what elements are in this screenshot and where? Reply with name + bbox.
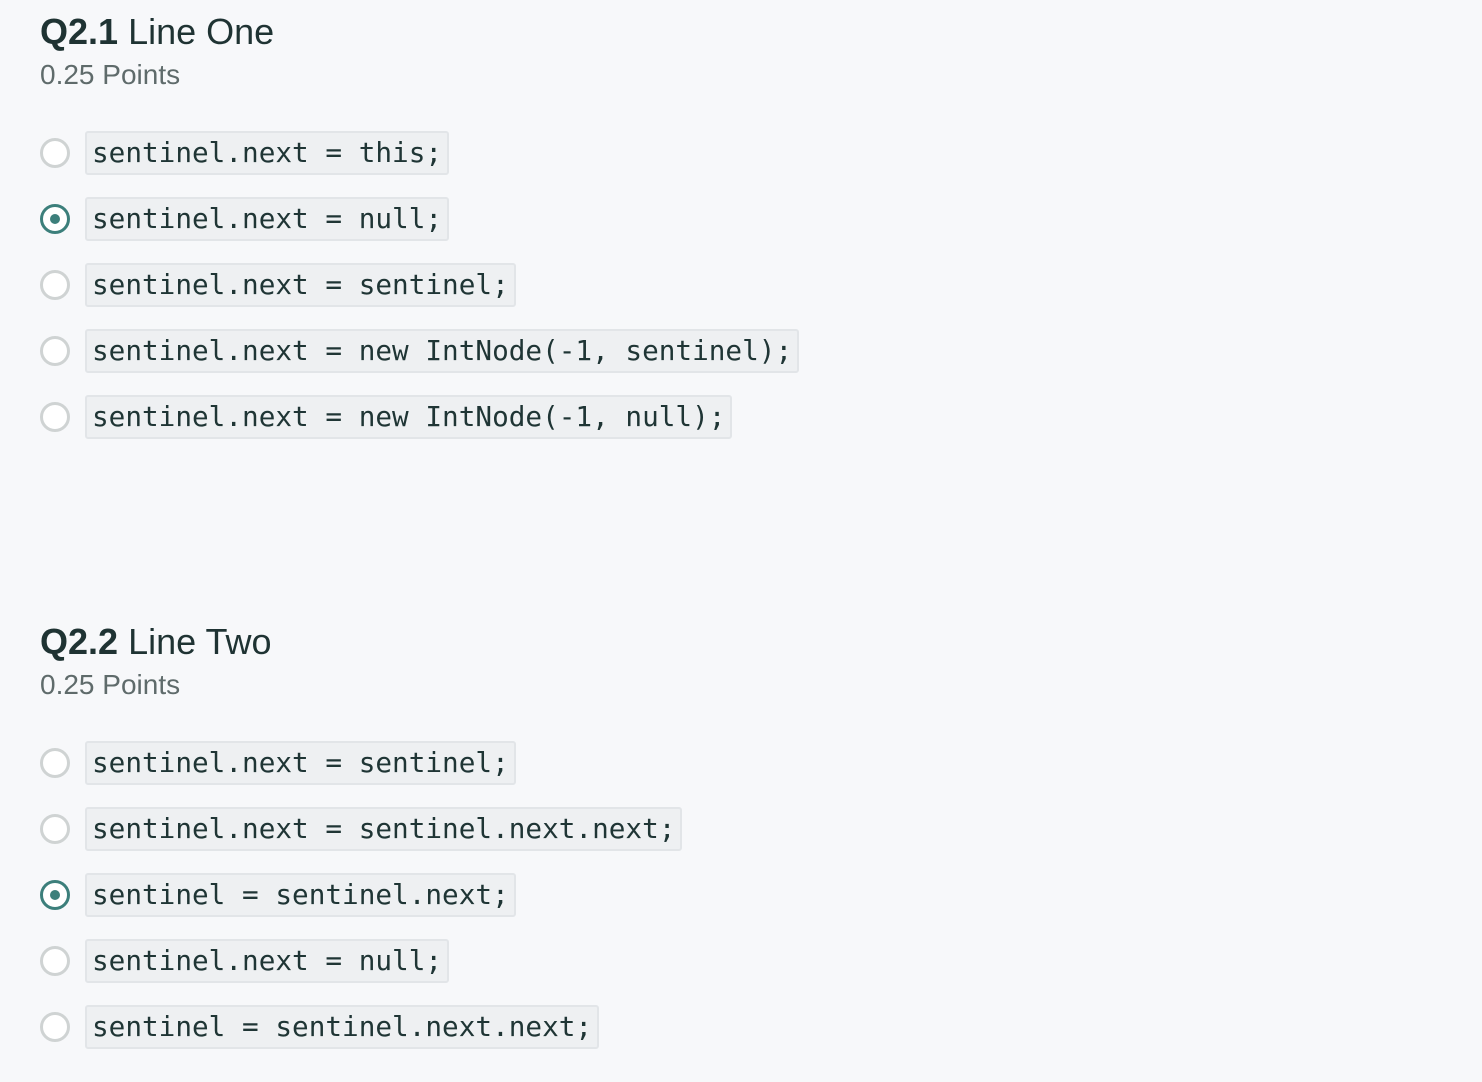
option-label: sentinel.next = null; xyxy=(85,939,450,983)
option[interactable]: sentinel.next = sentinel.next.next; xyxy=(40,796,683,862)
option-label: sentinel.next = sentinel.next.next; xyxy=(85,807,683,851)
option[interactable]: sentinel.next = sentinel; xyxy=(40,252,799,318)
radio-button[interactable] xyxy=(40,748,70,778)
question-points: 0.25 Points xyxy=(40,669,181,700)
option-label: sentinel = sentinel.next; xyxy=(85,873,516,917)
option[interactable]: sentinel.next = null; xyxy=(40,186,799,252)
options-list: sentinel.next = sentinel; sentinel.next … xyxy=(40,730,683,1060)
question-title: Q2.2 Line Two xyxy=(40,621,272,662)
option-label: sentinel.next = this; xyxy=(85,131,450,175)
option-label: sentinel.next = sentinel; xyxy=(85,263,516,307)
options-list: sentinel.next = this; sentinel.next = nu… xyxy=(40,120,800,450)
option-label: sentinel.next = sentinel; xyxy=(85,741,516,785)
option[interactable]: sentinel.next = null; xyxy=(40,928,682,994)
option[interactable]: sentinel.next = sentinel; xyxy=(40,730,682,796)
option[interactable]: sentinel = sentinel.next.next; xyxy=(40,994,682,1060)
option-label: sentinel.next = new IntNode(-1, null); xyxy=(85,395,733,439)
option[interactable]: sentinel.next = new IntNode(-1, sentinel… xyxy=(40,318,800,384)
radio-button[interactable] xyxy=(40,402,70,432)
option-label: sentinel.next = new IntNode(-1, sentinel… xyxy=(85,329,800,373)
option[interactable]: sentinel.next = this; xyxy=(40,120,799,186)
radio-button[interactable] xyxy=(40,946,70,976)
option-label: sentinel.next = null; xyxy=(85,197,450,241)
option-label: sentinel = sentinel.next.next; xyxy=(85,1005,600,1049)
radio-button[interactable] xyxy=(40,138,70,168)
question-points: 0.25 Points xyxy=(40,59,181,90)
option[interactable]: sentinel = sentinel.next; xyxy=(40,862,682,928)
option[interactable]: sentinel.next = new IntNode(-1, null); xyxy=(40,384,799,450)
radio-button[interactable] xyxy=(40,270,70,300)
radio-button[interactable] xyxy=(40,1012,70,1042)
radio-button[interactable] xyxy=(40,814,70,844)
question-title: Q2.1 Line One xyxy=(40,11,275,52)
radio-button-selected[interactable] xyxy=(40,880,70,910)
radio-button-selected[interactable] xyxy=(40,204,70,234)
question-2-1: Q2.1 Line One 0.25 Points sentinel.next … xyxy=(40,11,800,450)
question-2-2: Q2.2 Line Two 0.25 Points sentinel.next … xyxy=(40,621,683,1060)
radio-button[interactable] xyxy=(40,336,70,366)
